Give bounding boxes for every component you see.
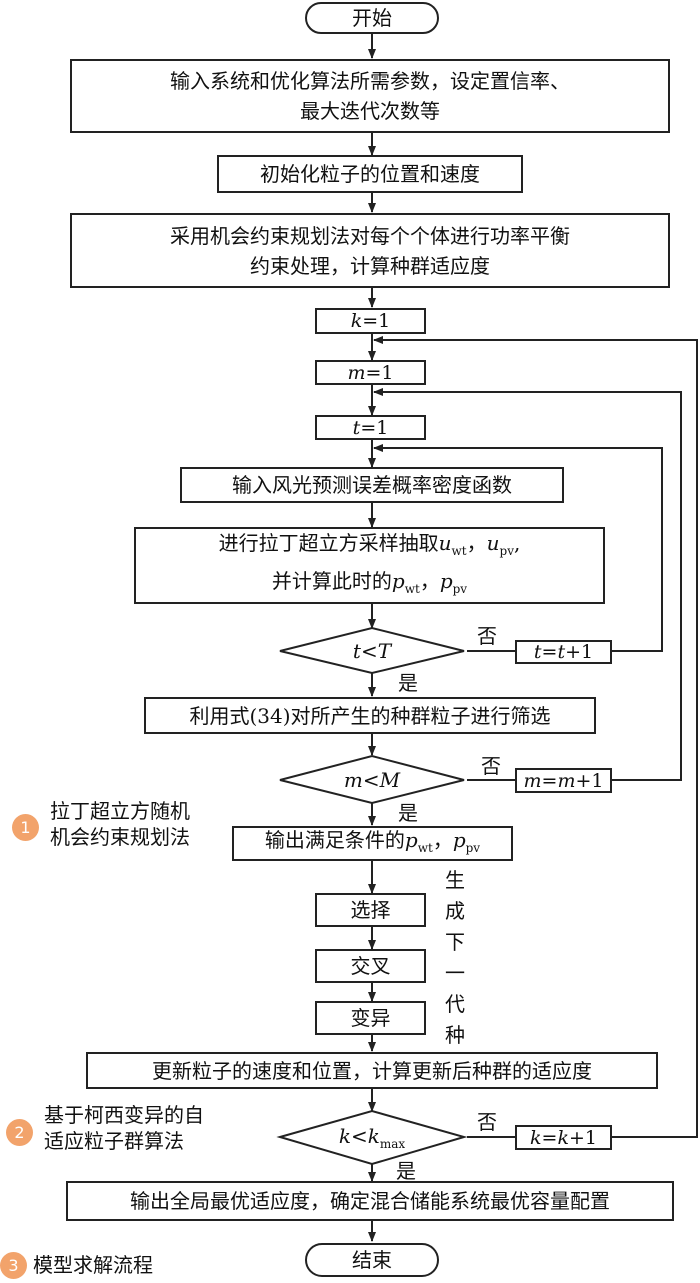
decision-k-text: k<kmax: [338, 1123, 406, 1151]
lhs-line2: 并计算此时的pwt，ppv: [271, 568, 468, 596]
decision-t-text: t<T: [352, 639, 392, 663]
crossover-text: 交叉: [350, 954, 391, 978]
select-box: 选择: [315, 893, 426, 927]
output-cond-box: 输出满足条件的pwt，ppv: [232, 826, 513, 861]
lhs-line1: 进行拉丁超立方采样抽取uwt，upv,: [218, 530, 521, 558]
decision-t-diamond: [279, 626, 465, 675]
m-eq1: =1: [365, 361, 394, 384]
update-text: 更新粒子的速度和位置，计算更新后种群的适应度: [152, 1058, 592, 1083]
t-init-box: t=1: [315, 415, 426, 440]
init-particles-text: 初始化粒子的位置和速度: [260, 162, 480, 186]
crossover-box: 交叉: [315, 949, 426, 983]
screen-text: 利用式(34)对所产生的种群粒子进行筛选: [189, 703, 551, 728]
k-eq1: =1: [362, 310, 391, 332]
annotation-1-text: 拉丁超立方随机 机会约束规划法: [50, 799, 190, 849]
input-params-line1: 输入系统和优化算法所需参数，设定置信率、: [170, 69, 570, 93]
start-text: 开始: [352, 6, 392, 30]
annotation-2-text: 基于柯西变异的自 适应粒子群算法: [44, 1103, 204, 1153]
k-init-box: k=1: [315, 308, 426, 334]
m-increment-box: m=m+1: [515, 768, 612, 793]
mutation-text: 变异: [350, 1006, 391, 1030]
no-label-t: 否: [477, 624, 497, 648]
decision-m-diamond: [279, 754, 465, 805]
no-label-m: 否: [481, 754, 501, 778]
mutation-box: 变异: [315, 1001, 426, 1035]
k-var: k: [350, 310, 363, 332]
t-eq1: =1: [360, 416, 389, 439]
input-params-line2: 最大迭代次数等: [300, 99, 440, 123]
yes-label-t: 是: [398, 671, 418, 695]
m-init-box: m=1: [315, 360, 426, 385]
init-particles-box: 初始化粒子的位置和速度: [217, 155, 523, 193]
screen-box: 利用式(34)对所产生的种群粒子进行筛选: [144, 697, 596, 734]
chance-line2: 约束处理，计算种群适应度: [250, 253, 490, 278]
input-pdf-text: 输入风光预测误差概率密度函数: [232, 473, 512, 497]
input-pdf-box: 输入风光预测误差概率密度函数: [180, 467, 564, 503]
chance-line1: 采用机会约束规划法对每个个体进行功率平衡: [170, 223, 570, 248]
end-text: 结束: [352, 1248, 392, 1272]
no-label-k: 否: [477, 1110, 497, 1134]
yes-label-k: 是: [396, 1159, 416, 1183]
update-box: 更新粒子的速度和位置，计算更新后种群的适应度: [86, 1052, 658, 1089]
lhs-sampling-box: 进行拉丁超立方采样抽取uwt，upv, 并计算此时的pwt，ppv: [134, 527, 605, 604]
m-var: m: [347, 361, 366, 384]
output-best-text: 输出全局最优适应度，确定混合储能系统最优容量配置: [130, 1189, 610, 1213]
next-generation-label: 生 成 下 一 代 种 群: [445, 868, 465, 1078]
annotation-badge-3: 3: [0, 1252, 27, 1279]
output-best-box: 输出全局最优适应度，确定混合储能系统最优容量配置: [66, 1181, 674, 1221]
yes-label-m: 是: [398, 801, 418, 825]
t-increment-box: t=t+1: [515, 640, 612, 664]
k-increment-box: k=k+1: [515, 1125, 612, 1150]
decision-m-text: m<M: [343, 768, 401, 792]
annotation-3-text: 模型求解流程: [33, 1253, 153, 1277]
select-text: 选择: [350, 898, 391, 922]
chance-constraint-box: 采用机会约束规划法对每个个体进行功率平衡 约束处理，计算种群适应度: [70, 213, 670, 288]
decision-k-diamond: [276, 1109, 468, 1166]
start-terminal: 开始: [305, 2, 439, 34]
annotation-badge-2: 2: [6, 1119, 33, 1146]
t-var: t: [352, 416, 361, 439]
end-terminal: 结束: [305, 1243, 439, 1277]
annotation-badge-1: 1: [12, 814, 39, 841]
input-params-box: 输入系统和优化算法所需参数，设定置信率、 最大迭代次数等: [70, 59, 670, 133]
